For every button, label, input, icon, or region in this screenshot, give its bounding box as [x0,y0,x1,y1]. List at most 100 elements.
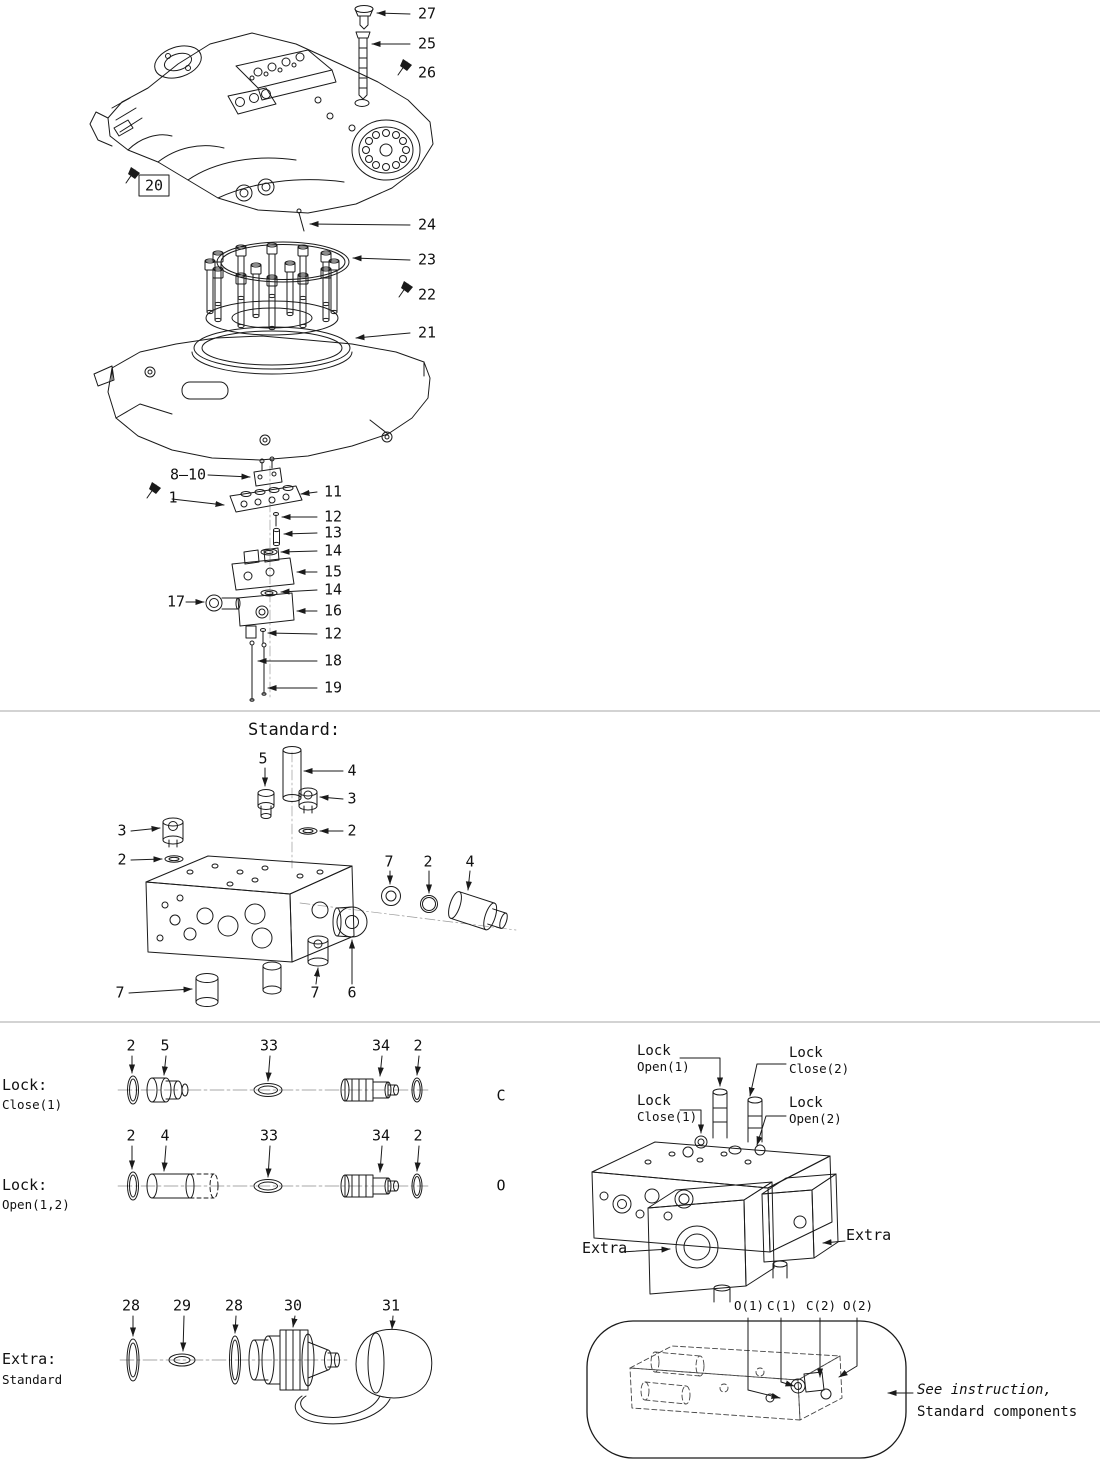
callout-23: 23 [417,250,437,269]
fitting-5-drawing [257,789,275,819]
port-label-c1: C(1) [766,1297,798,1313]
callout-2-open-a: 2 [126,1126,136,1145]
service-flag-icon [398,280,414,298]
callout-14-a: 14 [323,541,343,560]
service-flag-icon [397,58,413,76]
standard-block-drawing [145,855,355,963]
callout-20-box [138,174,170,197]
washer-2-right-drawing [298,827,318,835]
callout-17: 17 [166,592,186,611]
lock-open-parts-drawing [127,1171,423,1201]
callout-28-a: 28 [121,1296,141,1315]
callout-33-open: 33 [259,1126,279,1145]
screw-27-drawing [354,5,374,30]
extra-block-left-drawing [647,1181,775,1303]
callout-2-mid: 2 [423,852,433,871]
standard-leaders [128,767,472,994]
inset-note-line2: Standard components [917,1404,1078,1420]
callout-15: 15 [323,562,343,581]
lock-open-sub: Open(1,2) [2,1197,70,1212]
right-assembly-leaders [620,1057,846,1253]
lock-close1-line2: Close(1) [637,1109,698,1124]
lock-close1-line1: Lock [637,1093,671,1109]
port-label-o2: O(2) [842,1297,874,1313]
block-16-drawing [237,592,295,639]
cap-31-drawing [294,1328,433,1425]
callout-2-close-a: 2 [126,1036,136,1055]
bushing-7-mid-drawing [262,961,282,995]
lock-close-sub: Close(1) [2,1097,63,1112]
plug-3-left-drawing [162,817,184,848]
callout-16: 16 [323,601,343,620]
callout-34-open: 34 [371,1126,391,1145]
callout-19: 19 [323,678,343,697]
callout-33-close: 33 [259,1036,279,1055]
inset-border [586,1320,907,1459]
lock-open-label: Lock: [2,1176,48,1194]
lock-open1-label: Lock Open(1) [637,1044,690,1074]
bushing-7-left-drawing [195,973,219,1007]
callout-11: 11 [323,482,343,501]
block-11-drawing [229,485,303,513]
callout-2-open-b: 2 [413,1126,423,1145]
service-flag-icon [125,166,141,184]
washer-14a-drawing [260,548,278,556]
washer-14b-drawing [260,589,278,597]
callout-13: 13 [323,523,343,542]
lock-close1-label: Lock Close(1) [637,1094,697,1124]
callout-26: 26 [417,63,437,82]
callout-14-b: 14 [323,580,343,599]
callout-4-open: 4 [160,1126,170,1145]
pin-12b-drawing [260,628,266,644]
callout-21: 21 [417,323,437,342]
lock-open-letter: O [496,1176,506,1195]
extra-parts-drawing [126,1329,340,1391]
fitting-17-drawing [205,594,241,612]
bracket-8-10-drawing [253,456,283,487]
plug-7-under-block-drawing [307,935,329,967]
stud-ring-drawing [204,242,340,336]
ring-7-right-drawing [381,886,401,906]
extra-left-label: Extra [582,1239,628,1257]
lock-open2-line1: Lock [789,1095,823,1111]
callout-2-left: 2 [117,850,127,869]
lock-row-leaders [128,1055,421,1178]
callout-24: 24 [417,215,437,234]
callout-12-b: 12 [323,624,343,643]
extra-row-leaders [129,1315,396,1352]
pin-24-drawing [296,208,305,232]
lock-open1-line1: Lock [637,1043,671,1059]
rods-18-19-drawing [249,640,267,702]
piston-6-drawing [332,906,368,938]
callout-27: 27 [417,4,437,23]
extra-label: Extra: [2,1350,57,1368]
extra-right-label: Extra [846,1226,892,1244]
callout-3-right: 3 [347,789,357,808]
pin-12a-drawing [273,512,279,527]
washer-2-left-drawing [164,855,184,863]
lock-close-letter: C [496,1086,506,1105]
callout-5: 5 [258,749,268,768]
port-label-c2: C(2) [805,1297,837,1313]
right-manifold-drawing [591,1088,833,1253]
callout-25: 25 [417,34,437,53]
inset-note-line1: See instruction, [917,1382,1052,1398]
lock-open1-line2: Open(1) [637,1059,690,1074]
standard-title: Standard: [248,720,341,740]
callout-29: 29 [172,1296,192,1315]
section-dividers [0,710,1100,1023]
callout-8-10: 8–10 [169,465,207,484]
callout-20: 20 [144,176,164,195]
lock-close-label: Lock: [2,1076,48,1094]
callout-7-bottom-mid: 7 [310,983,320,1002]
callout-31: 31 [381,1296,401,1315]
inset-phantom-drawing [629,1345,843,1421]
lock-close2-line2: Close(2) [789,1061,850,1076]
callout-22: 22 [417,285,437,304]
callout-4-top: 4 [347,761,357,780]
lock-close-parts-drawing [127,1075,423,1105]
callout-2-right: 2 [347,821,357,840]
callout-7-bottom-left: 7 [115,983,125,1002]
upper-housing-drawing [89,32,434,214]
